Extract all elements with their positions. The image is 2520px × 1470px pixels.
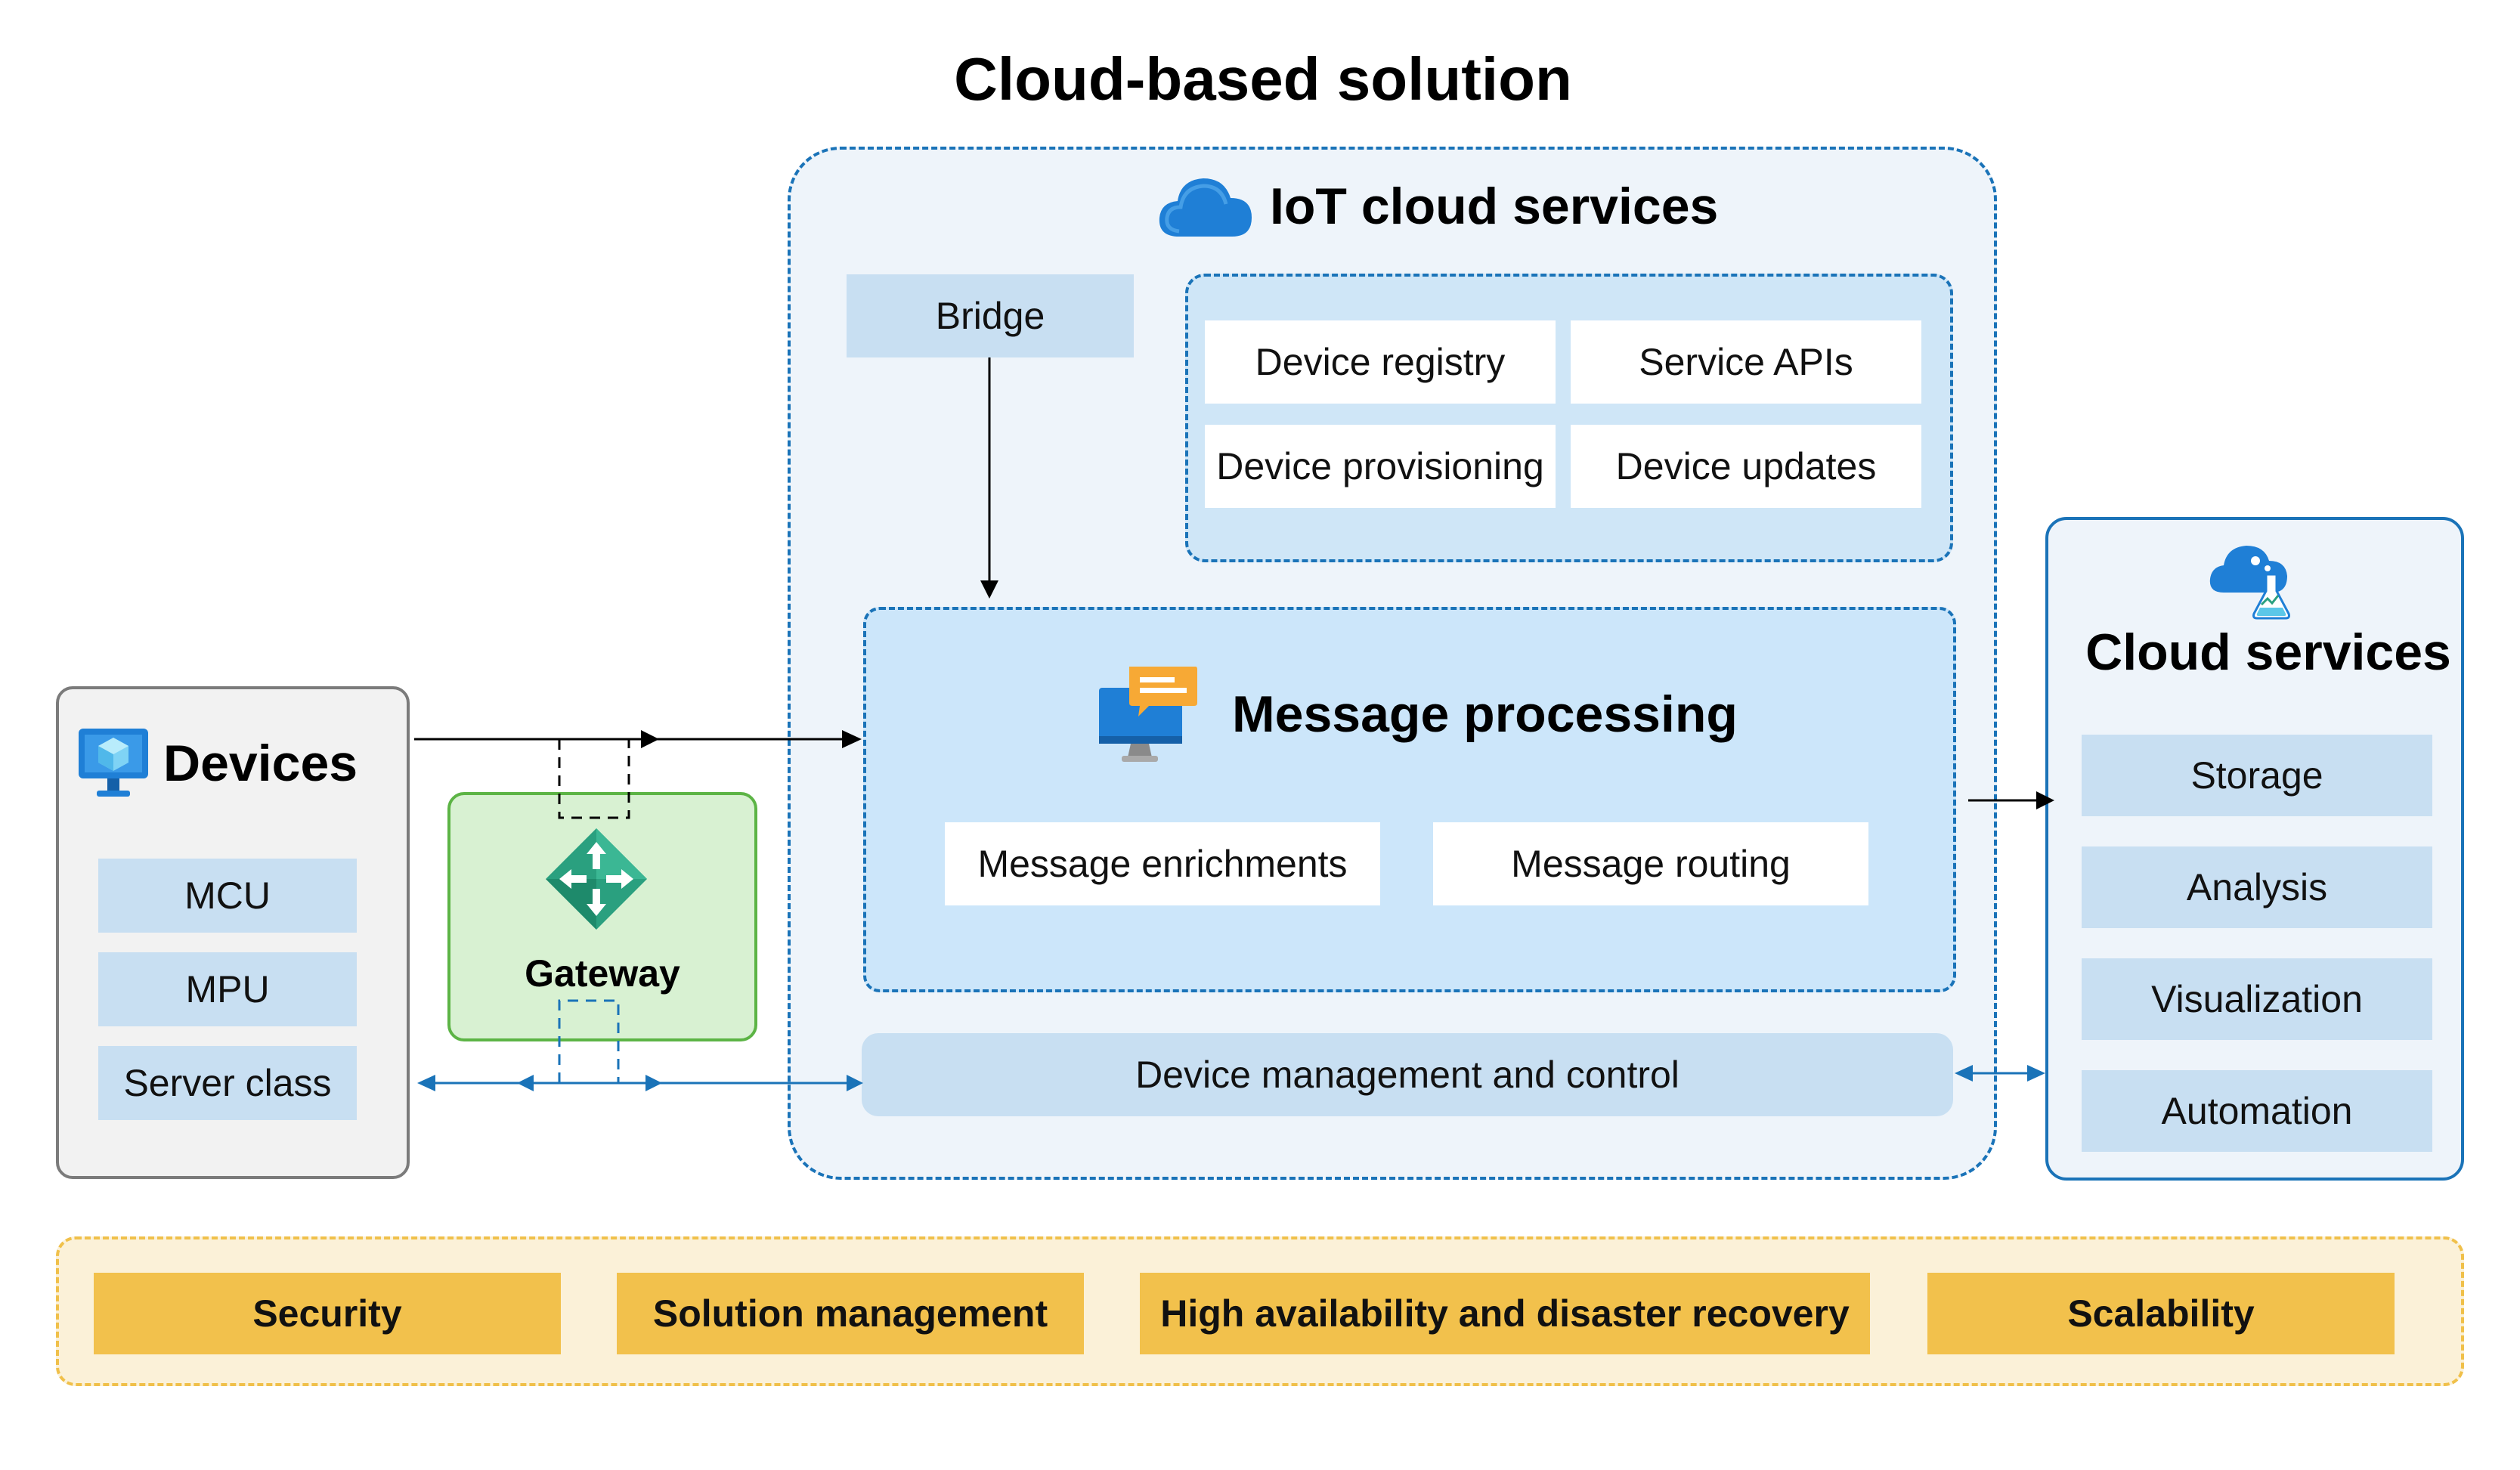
message-routing-box: Message routing bbox=[1433, 822, 1868, 905]
device-management-box: Device management and control bbox=[862, 1033, 1953, 1116]
message-processing-title: Message processing bbox=[1232, 685, 1738, 743]
device-mpu-box: MPU bbox=[98, 952, 357, 1026]
cloud-analysis-box: Analysis bbox=[2082, 846, 2432, 928]
telemetry-arrowhead-end bbox=[842, 730, 862, 748]
management-arrowhead-right bbox=[847, 1075, 863, 1091]
device-provisioning-box: Device provisioning bbox=[1205, 425, 1556, 508]
management-arrowhead-left bbox=[417, 1075, 435, 1091]
cloud-visualization-box: Visualization bbox=[2082, 958, 2432, 1040]
device-server-class-box: Server class bbox=[98, 1046, 357, 1120]
cloud-automation-box: Automation bbox=[2082, 1070, 2432, 1152]
iot-cloud-services-title: IoT cloud services bbox=[1270, 178, 1719, 235]
dmc-cloud-arrowhead-left bbox=[1955, 1065, 1973, 1082]
mp-to-cloud-arrowhead bbox=[2036, 791, 2054, 809]
gateway-router-icon bbox=[546, 828, 647, 930]
bridge-box: Bridge bbox=[847, 274, 1134, 357]
management-arrowhead-mid-right bbox=[645, 1075, 662, 1091]
solution-management-box: Solution management bbox=[617, 1273, 1084, 1354]
iot-device-icon bbox=[79, 729, 148, 797]
bridge-arrowhead bbox=[980, 580, 998, 599]
cloud-services-title: Cloud services bbox=[2085, 624, 2451, 681]
dmc-cloud-arrowhead-right bbox=[2027, 1065, 2045, 1082]
management-arrowhead-mid-left bbox=[517, 1075, 534, 1091]
message-processing-container bbox=[863, 607, 1956, 992]
high-availability-box: High availability and disaster recovery bbox=[1140, 1273, 1870, 1354]
device-registry-box: Device registry bbox=[1205, 320, 1556, 404]
device-updates-box: Device updates bbox=[1571, 425, 1921, 508]
iot-cloud-services-header: IoT cloud services bbox=[1156, 165, 1718, 248]
cloud-storage-box: Storage bbox=[2082, 735, 2432, 816]
device-mcu-box: MCU bbox=[98, 859, 357, 933]
scalability-box: Scalability bbox=[1927, 1273, 2395, 1354]
message-monitor-icon bbox=[1099, 667, 1197, 762]
cloud-icon bbox=[1159, 178, 1252, 237]
telemetry-arrowhead-mid bbox=[641, 730, 659, 748]
devices-title: Devices bbox=[163, 735, 358, 792]
devices-header: Devices bbox=[76, 722, 358, 805]
cloud-lab-icon bbox=[2209, 546, 2290, 620]
gateway-management-link bbox=[558, 999, 620, 1083]
security-box: Security bbox=[94, 1273, 561, 1354]
service-apis-box: Service APIs bbox=[1571, 320, 1921, 404]
gateway-label: Gateway bbox=[525, 952, 680, 995]
gateway-telemetry-link bbox=[558, 739, 630, 819]
diagram-title: Cloud-based solution bbox=[954, 45, 1572, 113]
message-processing-header: Message processing bbox=[1096, 658, 1738, 771]
message-enrichments-box: Message enrichments bbox=[945, 822, 1380, 905]
